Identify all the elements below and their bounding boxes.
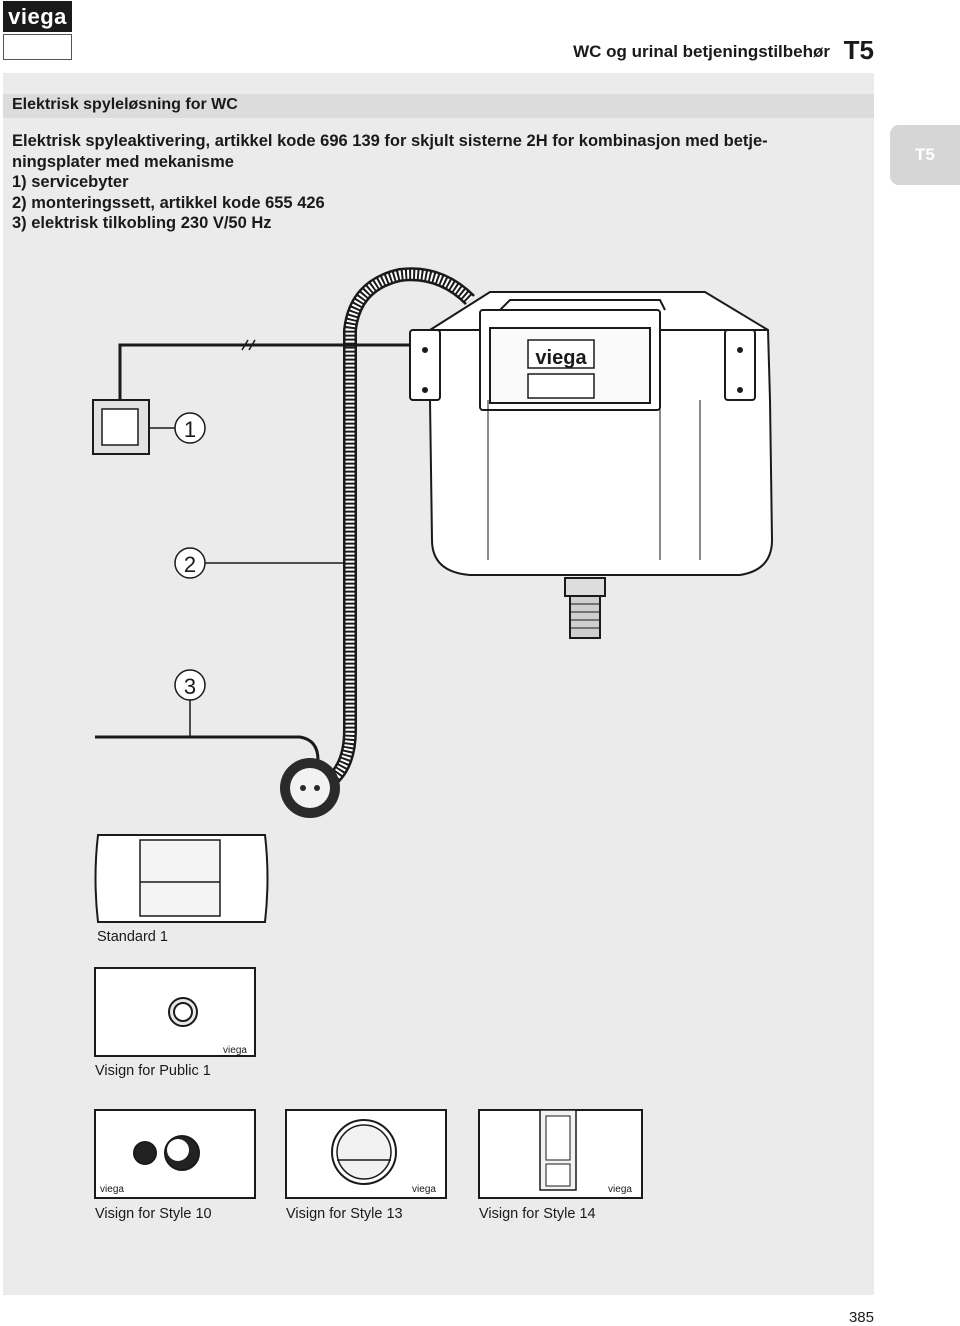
caption-visign-style-14: Visign for Style 14 (479, 1206, 596, 1222)
cistern (409, 291, 774, 639)
switch-cable (118, 343, 410, 400)
logo-box (3, 34, 72, 60)
cable-break (241, 339, 256, 351)
callout-circles (174, 412, 206, 701)
chapter-code: T5 (843, 35, 874, 65)
plate-standard-1 (94, 834, 269, 923)
mains-cable (95, 735, 320, 761)
callout-1: 1 (184, 417, 196, 442)
plate-visign-public-1 (94, 967, 256, 1057)
caption-visign-public-1: Visign for Public 1 (95, 1063, 211, 1079)
description: Elektrisk spyleaktivering, artikkel kode… (12, 131, 862, 234)
description-line: 3) elektrisk tilkobling 230 V/50 Hz (12, 214, 272, 232)
chapter-title: WC og urinal betjeningstilbehør (573, 42, 830, 61)
caption-visign-style-10: Visign for Style 10 (95, 1206, 212, 1222)
caption-standard-1: Standard 1 (97, 929, 168, 945)
plate-brand: viega (412, 1184, 436, 1195)
plate-brand: viega (223, 1045, 247, 1056)
description-line: 2) monteringssett, artikkel kode 655 426 (12, 193, 325, 212)
viega-logo: viega (3, 1, 72, 32)
cistern-logo: viega (535, 347, 587, 369)
plate-brand: viega (608, 1184, 632, 1195)
plate-visign-style-13 (285, 1109, 447, 1199)
page-number: 385 (848, 1309, 874, 1326)
callout-3: 3 (184, 674, 196, 699)
plate-visign-style-14 (478, 1109, 643, 1199)
service-switch (92, 399, 150, 455)
conduit (321, 267, 475, 792)
description-line: 1) servicebyter (12, 173, 129, 191)
description-line: ningsplater med mekanisme (12, 152, 234, 171)
side-tab[interactable]: T5 (890, 125, 960, 185)
caption-visign-style-13: Visign for Style 13 (286, 1206, 403, 1222)
section-band (3, 94, 874, 118)
section-title: Elektrisk spyleløsning for WC (12, 96, 238, 113)
socket (280, 758, 340, 818)
callout-2: 2 (184, 552, 196, 577)
callout-lines (148, 427, 345, 737)
plate-brand: viega (100, 1184, 124, 1195)
plate-visign-style-10 (94, 1109, 256, 1199)
description-line: Elektrisk spyleaktivering, artikkel kode… (12, 132, 768, 150)
